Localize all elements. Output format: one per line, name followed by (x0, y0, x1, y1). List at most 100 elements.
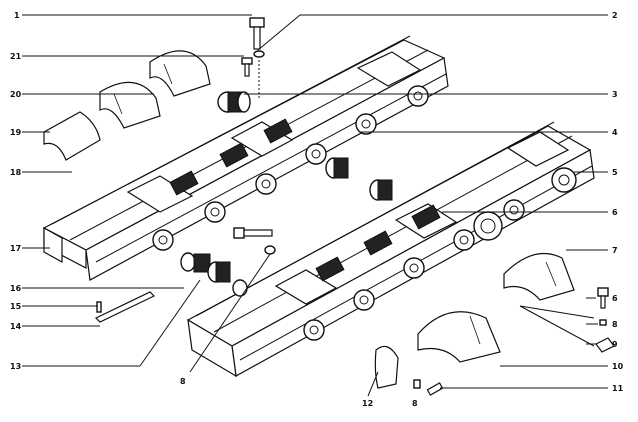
roller-part-16 (180, 252, 248, 297)
lower-frame-side-face (187, 318, 237, 378)
roller (315, 256, 345, 282)
leader-8-mid (189, 253, 271, 373)
leader-2 (257, 14, 301, 51)
callout-6b: 6 (612, 294, 618, 303)
callout-6: 6 (612, 208, 618, 217)
hatch-line (469, 315, 481, 345)
callout-8b: 8 (612, 320, 618, 329)
roller (169, 170, 199, 196)
callout-8c: 8 (412, 399, 418, 408)
wheel-hub-inner (459, 235, 469, 245)
lower-frame-wheels (303, 167, 577, 341)
wheel-hub-inner (361, 119, 371, 129)
hatch-line (113, 93, 123, 115)
wheel-hub-inner (311, 149, 321, 159)
leader-13b (139, 279, 201, 367)
callout-18: 18 (10, 168, 22, 177)
pin-part-12 (374, 345, 399, 389)
callout-2: 2 (612, 11, 618, 20)
wheel-hub-inner (359, 295, 369, 305)
bolt-and-washer-top (249, 17, 265, 100)
bolt-part-6-mid (233, 227, 276, 255)
roller (263, 118, 293, 144)
wheel-hub-inner (509, 205, 519, 215)
bolt-shank (244, 63, 250, 77)
callout-21: 21 (10, 52, 22, 61)
roller-body (215, 261, 231, 283)
wheel-hub (303, 319, 325, 341)
wheel-hub (152, 229, 174, 251)
callout-9: 9 (612, 340, 618, 349)
wheel-hub-inner (158, 235, 168, 245)
upper-cross-plate-c (356, 51, 422, 87)
callout-13: 13 (10, 362, 21, 371)
roller-body (333, 157, 349, 179)
wheel-hub-inner (210, 207, 220, 217)
roller (411, 204, 441, 230)
hood-cover (417, 311, 501, 363)
lower-frame-assembly (186, 121, 595, 378)
hood-cover (503, 252, 575, 301)
hood-cover (43, 111, 101, 161)
hatch-line (545, 261, 557, 287)
roller-end (237, 91, 251, 113)
bar-part-14 (94, 291, 156, 323)
bolt-head (241, 57, 253, 65)
sprocket-inner (480, 218, 496, 234)
wheel-hub (403, 257, 425, 279)
bolt-shank (253, 26, 261, 50)
callout-19: 19 (10, 128, 22, 137)
leader-12 (367, 371, 379, 397)
nut (413, 379, 421, 389)
bolt-head (233, 227, 245, 239)
upper-rail-line (51, 35, 411, 225)
callout-14: 14 (10, 322, 22, 331)
roller (219, 142, 249, 168)
callout-11: 11 (612, 384, 624, 393)
roller-part-4 (325, 157, 393, 201)
roller (363, 230, 393, 256)
wheel-hub (503, 199, 525, 221)
callout-5: 5 (612, 168, 618, 177)
callout-3: 3 (612, 90, 618, 99)
wheel-hub (355, 113, 377, 135)
callout-10: 10 (612, 362, 624, 371)
wheel-hub-inner (409, 263, 419, 273)
bolt-head (249, 17, 265, 28)
wheel-hub (407, 85, 429, 107)
upper-frame-assembly (42, 35, 449, 281)
wheel-hub (305, 143, 327, 165)
hatch-line (163, 63, 173, 85)
upper-frame-front-face (85, 57, 449, 281)
leader-lines (22, 14, 608, 397)
callout-7: 7 (612, 246, 618, 255)
ring (232, 279, 248, 297)
hood-cover (149, 50, 211, 97)
callout-15: 15 (10, 302, 22, 311)
bolt-21 (241, 57, 253, 77)
upper-frame-rollers (169, 118, 293, 196)
sprocket (473, 211, 503, 241)
callout-12: 12 (362, 399, 373, 408)
wheel-hub (255, 173, 277, 195)
bolt-shank (243, 229, 273, 237)
callout-1: 1 (14, 11, 20, 20)
ring (180, 252, 196, 272)
end-plate (43, 226, 63, 264)
callout-16: 16 (10, 284, 22, 293)
wheel-hub (453, 229, 475, 251)
lower-cross-plate-a (274, 269, 338, 305)
hardware-bottom (413, 379, 444, 396)
hardware-right (519, 287, 615, 353)
callout-4: 4 (612, 128, 618, 137)
callout-labels: 1 2 21 20 3 19 4 18 5 6 17 7 16 15 14 13… (10, 11, 624, 408)
upper-frame-wheels (152, 85, 429, 251)
wheel-hub-inner (261, 179, 271, 189)
pin-15 (96, 301, 102, 313)
screw (426, 382, 444, 396)
wheel-hub (551, 167, 577, 193)
hood-covers-lower (374, 252, 575, 389)
clamp-plate (595, 337, 615, 353)
upper-rail-line-3 (95, 73, 447, 263)
